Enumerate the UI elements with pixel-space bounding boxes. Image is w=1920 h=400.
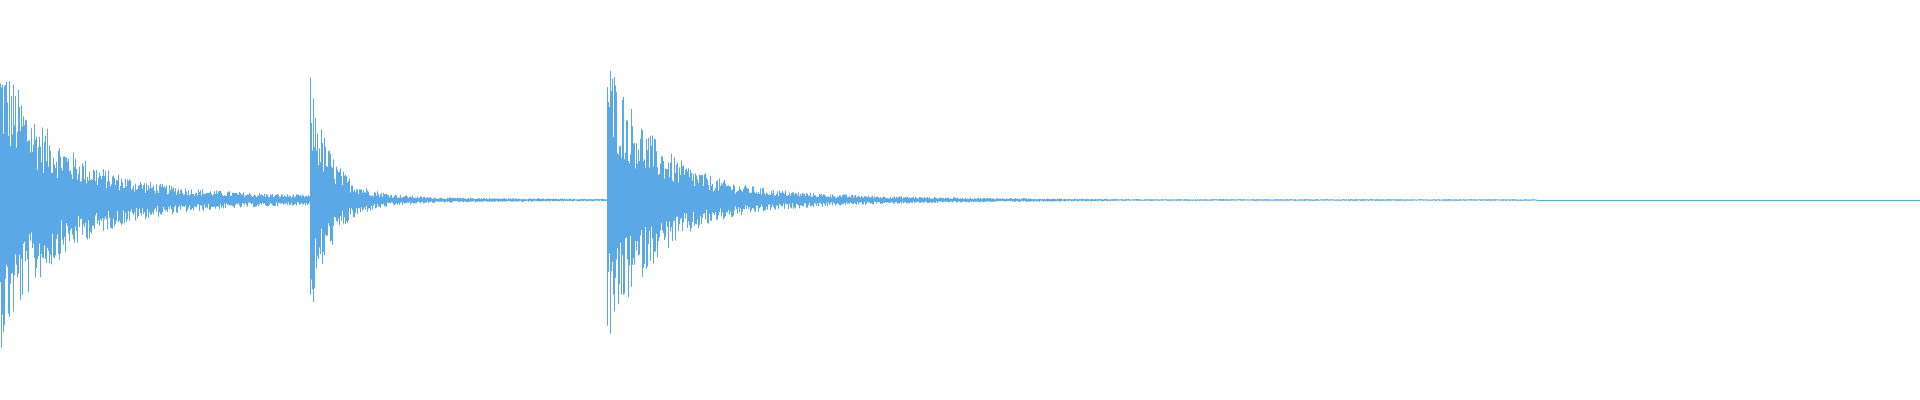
waveform-samples bbox=[0, 70, 1920, 348]
